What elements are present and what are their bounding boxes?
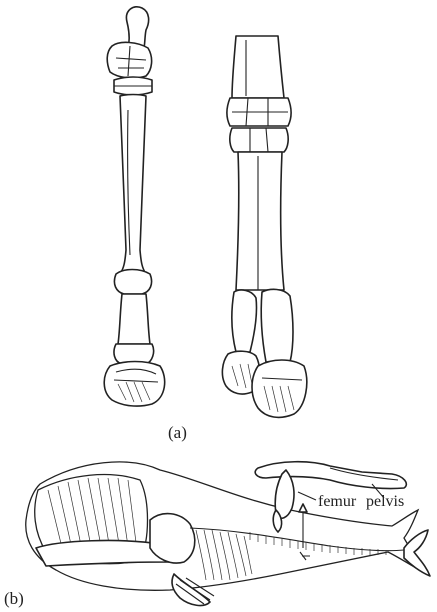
rib-cage — [196, 530, 252, 580]
panel-b-caption: (b) — [4, 589, 24, 608]
panel-a: (a) — [104, 7, 307, 442]
femur-label: femur — [318, 493, 357, 510]
panel-b: femur pelvis (b) — [4, 462, 430, 608]
left-limb-skeleton — [104, 7, 164, 406]
panel-a-caption: (a) — [168, 423, 187, 442]
right-limb-skeleton — [222, 36, 306, 417]
pelvis-label: pelvis — [366, 493, 404, 510]
